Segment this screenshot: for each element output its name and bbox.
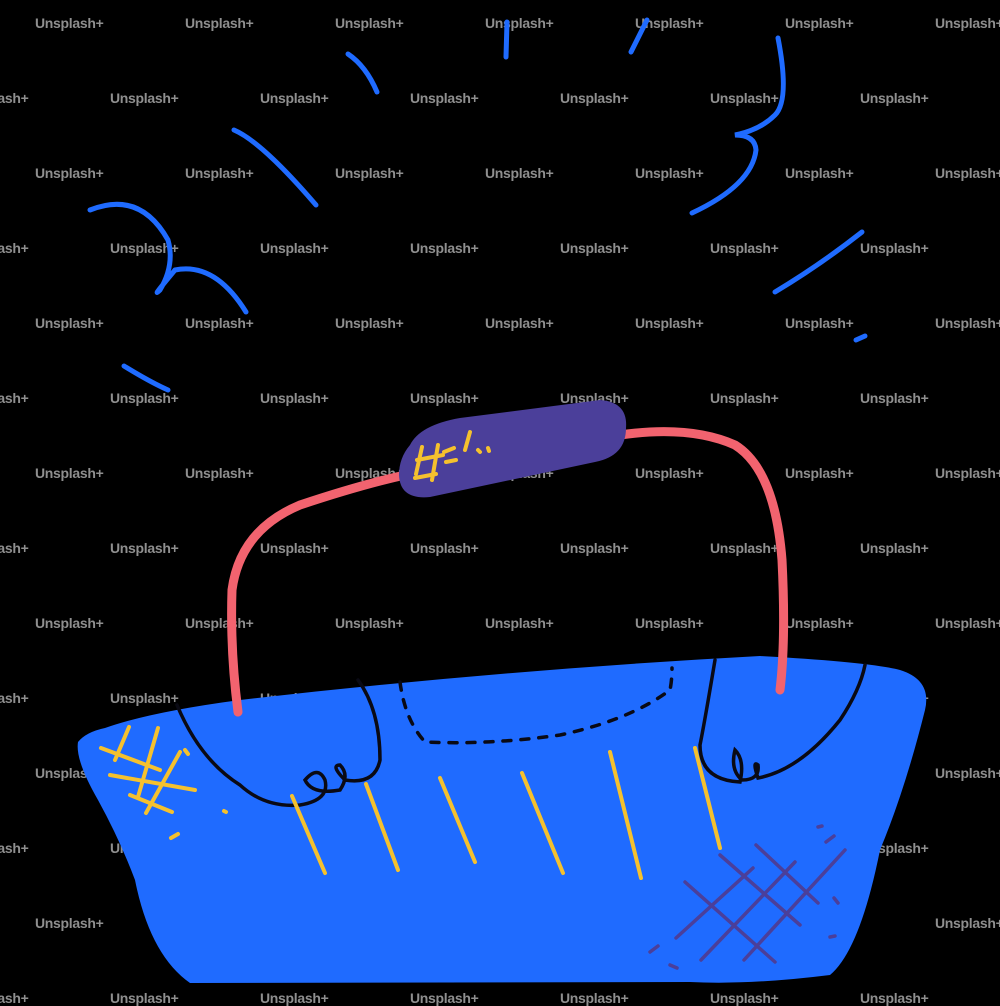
doodle-stroke [121,363,171,393]
doodle-stroke [345,51,380,95]
doodle-stroke [87,201,249,315]
watermark-text: Unsplash+ [410,90,479,106]
doodle-stroke [503,19,510,60]
doodle-stroke [853,333,868,343]
watermark-text: Unsplash+ [260,240,329,256]
purple-hatch [648,824,847,970]
watermark-text: Unsplash+ [935,165,1000,181]
watermark-text: Unsplash+ [635,315,704,331]
watermark-text: Unsplash+ [485,615,554,631]
watermark-text: Unsplash+ [560,240,629,256]
blue-doodles [87,17,868,393]
watermark-text: Unsplash+ [185,615,254,631]
watermark-text: Unsplash+ [935,615,1000,631]
doodle-stroke [628,17,650,55]
watermark-text: Unsplash+ [0,90,29,106]
watermark-text: Unsplash+ [410,240,479,256]
watermark-text: Unsplash+ [35,915,104,931]
watermark-text: Unsplash+ [860,390,929,406]
watermark-text: Unsplash+ [35,315,104,331]
watermark-text: Unsplash+ [710,90,779,106]
watermark-text: Unsplash+ [485,315,554,331]
watermark-text: Unsplash+ [335,165,404,181]
watermark-text: Unsplash+ [860,240,929,256]
watermark-text: Unsplash+ [35,15,104,31]
watermark-text: Unsplash+ [410,540,479,556]
watermark-text: Unsplash+ [260,390,329,406]
watermark-text: Unsplash+ [560,390,629,406]
watermark-text: Unsplash+ [260,90,329,106]
watermark-text: Unsplash+ [560,540,629,556]
watermark-text: Unsplash+ [935,465,1000,481]
watermark-text: Unsplash+ [0,540,29,556]
watermark-text: Unsplash+ [0,840,29,856]
watermark-text: Unsplash+ [560,90,629,106]
watermark-text: Unsplash+ [335,615,404,631]
grip-letters [413,430,491,482]
watermark-text: Unsplash+ [0,240,29,256]
watermark-text: Unsplash+ [185,15,254,31]
watermark-text: Unsplash+ [935,915,1000,931]
watermark-text: Unsplash+ [635,615,704,631]
watermark-text: Unsplash+ [935,765,1000,781]
watermark-text: Unsplash+ [110,390,179,406]
watermark-text: Unsplash+ [785,165,854,181]
watermark-text: Unsplash+ [935,315,1000,331]
watermark-text: Unsplash+ [635,465,704,481]
watermark-text: Unsplash+ [485,165,554,181]
watermark-text: Unsplash+ [110,240,179,256]
watermark-text: Unsplash+ [335,15,404,31]
watermark-text: Unsplash+ [935,15,1000,31]
watermark-text: Unsplash+ [185,315,254,331]
doodle-stroke [231,127,319,208]
watermark-text: Unsplash+ [260,540,329,556]
watermark-text: Unsplash+ [110,540,179,556]
watermark-text: Unsplash+ [710,240,779,256]
watermark-text: Unsplash+ [785,315,854,331]
watermark-text: Unsplash+ [110,690,179,706]
handle-left [227,470,410,717]
watermark-text: Unsplash+ [785,15,854,31]
handle-grip [399,400,627,498]
yellow-marks [99,725,722,880]
watermark-text: Unsplash+ [185,165,254,181]
watermark-text: Unsplash+ [785,615,854,631]
watermark-text: Unsplash+ [635,165,704,181]
doodle-stroke [772,229,865,295]
watermark-text: Unsplash+ [410,390,479,406]
watermark-text: Unsplash+ [860,90,929,106]
watermark-text: Unsplash+ [35,165,104,181]
watermark-text: Unsplash+ [860,540,929,556]
watermark-text: Unsplash+ [35,465,104,481]
doodle-stroke [689,35,786,216]
basket-handle [227,427,789,717]
watermark-text: Unsplash+ [35,615,104,631]
watermark-text: Unsplash+ [485,15,554,31]
watermark-text: Unsplash+ [0,690,29,706]
watermark-text: Unsplash+ [185,465,254,481]
watermark-text: Unsplash+ [0,390,29,406]
basket-body [77,656,927,983]
handle-right [615,427,789,695]
watermark-text: Unsplash+ [710,390,779,406]
watermark-text: Unsplash+ [110,90,179,106]
basket-ink-lines [175,658,867,808]
watermark-text: Unsplash+ [335,315,404,331]
watermark-text: Unsplash+ [635,15,704,31]
watermark-text: Unsplash+ [710,540,779,556]
watermark-text: Unsplash+ [785,465,854,481]
